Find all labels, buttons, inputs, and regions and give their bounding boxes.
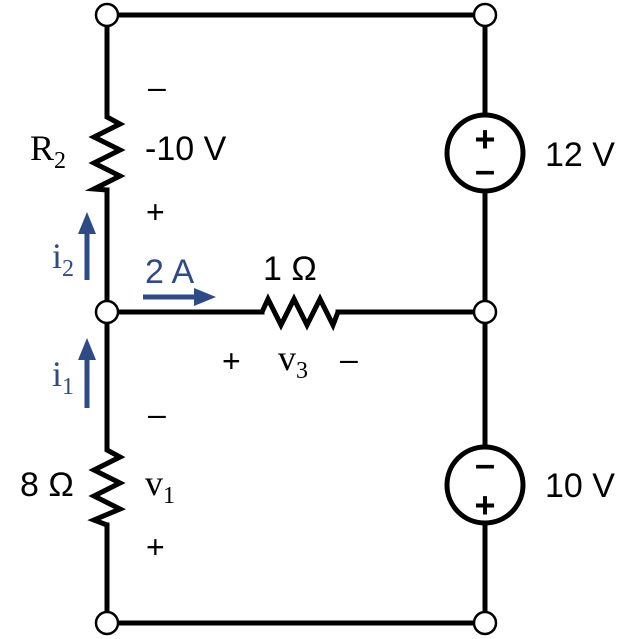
source-10v-circle [444,444,526,526]
v3-plus-sign: + [222,343,241,379]
node-bottom-left [94,610,120,636]
wires [104,12,488,626]
arrow-i1 [78,338,96,408]
node-top-left [94,2,120,28]
source-12v-circle [444,112,526,194]
label-1-ohm: 1 Ω [263,250,317,288]
node-top-right [472,2,498,28]
voltage-source-10v: – + [444,444,526,526]
label-2a: 2 A [145,253,194,291]
label-10v: 10 V [545,467,615,505]
label-i1: i1 [52,354,74,400]
label-r2-voltage: -10 V [145,130,227,168]
label-8-ohm: 8 Ω [20,466,74,504]
current-arrows [78,212,216,408]
voltage-source-12v: + – [444,112,526,194]
resistor-1-ohm [259,293,341,332]
source-12v-minus: – [475,150,495,191]
v1-plus-sign: + [146,529,165,565]
label-12v: 12 V [545,136,615,174]
source-12v-plus: + [474,119,495,160]
source-10v-minus: – [475,444,495,485]
v1-minus-sign: – [148,396,166,432]
arrow-2a [143,288,216,306]
source-10v-plus: + [474,485,495,526]
node-mid-left [94,299,120,325]
r2-minus-sign: – [148,69,166,105]
label-i2: i2 [52,236,74,282]
label-v1: v1 [145,463,175,509]
node-mid-right [472,299,498,325]
arrow-i2 [78,212,96,280]
r2-plus-sign: + [146,194,165,230]
resistor-8-ohm [87,445,126,528]
v3-minus-sign: – [340,341,358,377]
label-r2: R2 [30,128,66,174]
nodes [94,2,498,636]
label-v3: v3 [278,338,308,384]
node-bottom-right [472,610,498,636]
resistor-r2 [84,112,126,193]
